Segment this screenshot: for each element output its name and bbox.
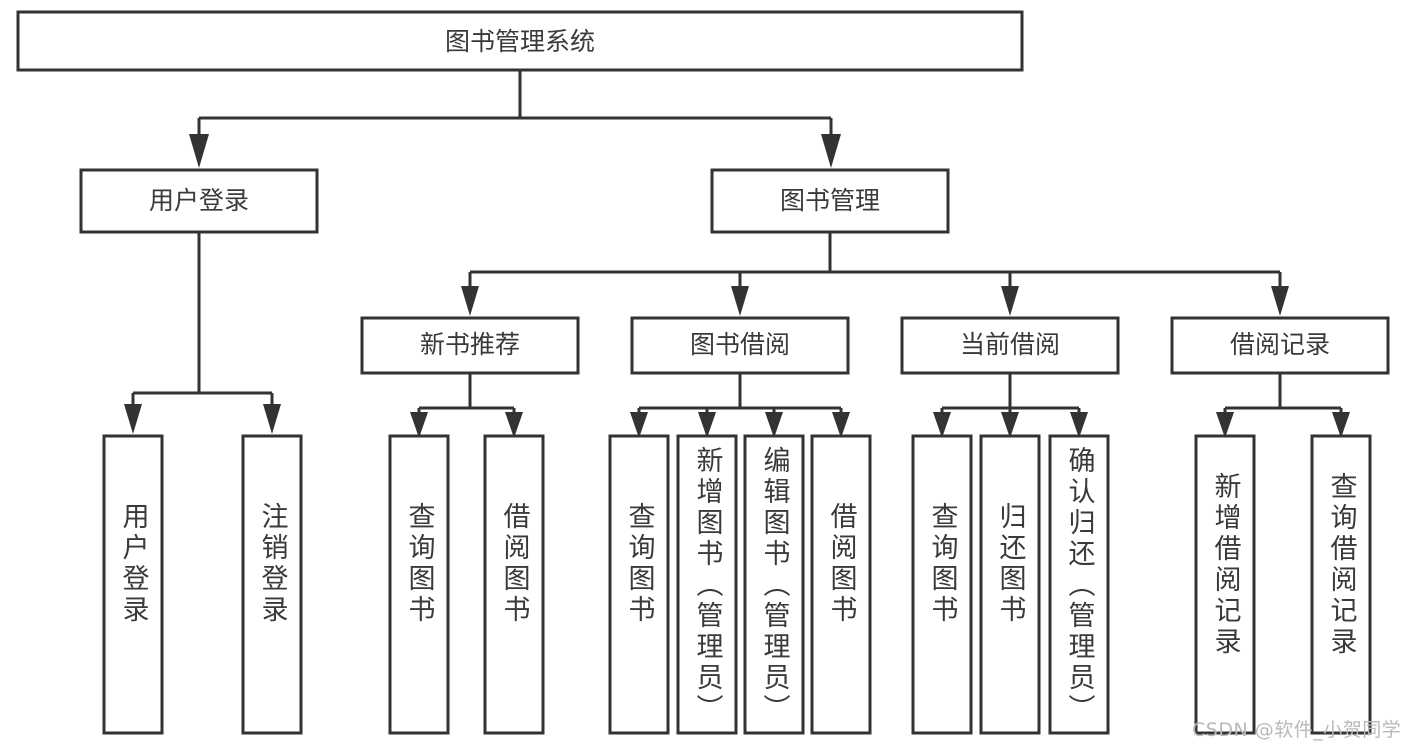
arrow-icon-to-new-book — [461, 286, 479, 316]
node-book-manage-box[interactable] — [710, 168, 950, 234]
arrow-icon-user-login-leaf-2 — [263, 404, 281, 434]
node-root[interactable]: 图书管理系统 — [16, 10, 1024, 72]
node-book-borrow-box[interactable] — [630, 316, 850, 375]
arrow-icon-to-book-borrow — [731, 286, 749, 316]
node-new-book[interactable]: 新书推荐 — [360, 316, 580, 375]
arrow-icon-bb-leaf-3 — [765, 412, 783, 438]
arrow-icon-cb-leaf-1 — [933, 412, 951, 438]
node-current-borrow[interactable]: 当前借阅 — [900, 316, 1120, 375]
arrow-icon-to-current-borrow — [1001, 286, 1019, 316]
arrow-icon-bb-leaf-1 — [630, 412, 648, 438]
watermark-text: CSDN @软件_小贺同学 — [1192, 719, 1402, 741]
leaf-box-book-borrow-4[interactable] — [810, 434, 872, 735]
leaf-box-book-borrow-1[interactable] — [608, 434, 670, 735]
connector-borrow-record-to-leaves — [1216, 373, 1350, 438]
arrow-icon-cb-leaf-2 — [1001, 412, 1019, 438]
arrow-icon-nb-leaf-1 — [410, 412, 428, 438]
leaf-box-current-borrow-3[interactable] — [1048, 434, 1110, 735]
node-current-borrow-label: 当前借阅 — [960, 330, 1060, 359]
arrow-icon-root-to-user-login — [189, 134, 209, 168]
leaf-box-new-book-2[interactable] — [483, 434, 545, 735]
connector-current-borrow-to-leaves — [933, 373, 1088, 438]
connector-book-manage-to-level3 — [461, 232, 1289, 316]
leaf-box-user-login-2[interactable] — [241, 434, 303, 735]
leaf-box-new-book-1[interactable] — [388, 434, 450, 735]
node-borrow-record-box[interactable] — [1170, 316, 1390, 375]
node-book-manage-label: 图书管理 — [780, 186, 880, 215]
node-new-book-box[interactable] — [360, 316, 580, 375]
node-new-book-label: 新书推荐 — [420, 330, 520, 359]
arrow-icon-bb-leaf-4 — [832, 412, 850, 438]
node-current-borrow-box[interactable] — [900, 316, 1120, 375]
leaf-box-book-borrow-2[interactable] — [676, 434, 738, 735]
node-root-label: 图书管理系统 — [445, 27, 595, 56]
arrow-icon-bb-leaf-2 — [698, 412, 716, 438]
node-root-box[interactable] — [16, 10, 1024, 72]
leaf-box-book-borrow-3[interactable] — [743, 434, 805, 735]
leaf-box-user-login-1[interactable] — [102, 434, 164, 735]
arrow-icon-to-borrow-record — [1271, 286, 1289, 316]
connector-root-to-level2 — [189, 70, 841, 168]
connector-new-book-to-leaves — [410, 373, 523, 438]
node-borrow-record[interactable]: 借阅记录 — [1170, 316, 1390, 375]
arrow-icon-cb-leaf-3 — [1070, 412, 1088, 438]
node-book-manage[interactable]: 图书管理 — [710, 168, 950, 234]
arrow-icon-root-to-book-manage — [821, 134, 841, 168]
connector-user-login-to-leaves — [124, 232, 281, 434]
arrow-icon-user-login-leaf-1 — [124, 404, 142, 434]
node-borrow-record-label: 借阅记录 — [1230, 330, 1330, 359]
connector-book-borrow-to-leaves — [630, 373, 850, 438]
node-book-borrow[interactable]: 图书借阅 — [630, 316, 850, 375]
arrow-icon-br-leaf-2 — [1332, 412, 1350, 438]
leaf-box-borrow-record-2[interactable] — [1310, 434, 1372, 735]
arrow-icon-nb-leaf-2 — [505, 412, 523, 438]
node-book-borrow-label: 图书借阅 — [690, 330, 790, 359]
leaf-box-borrow-record-1[interactable] — [1194, 434, 1256, 735]
node-user-login-label: 用户登录 — [149, 186, 249, 215]
leaf-box-current-borrow-2[interactable] — [979, 434, 1041, 735]
leaf-box-current-borrow-1[interactable] — [911, 434, 973, 735]
node-user-login[interactable]: 用户登录 — [79, 168, 319, 234]
arrow-icon-br-leaf-1 — [1216, 412, 1234, 438]
